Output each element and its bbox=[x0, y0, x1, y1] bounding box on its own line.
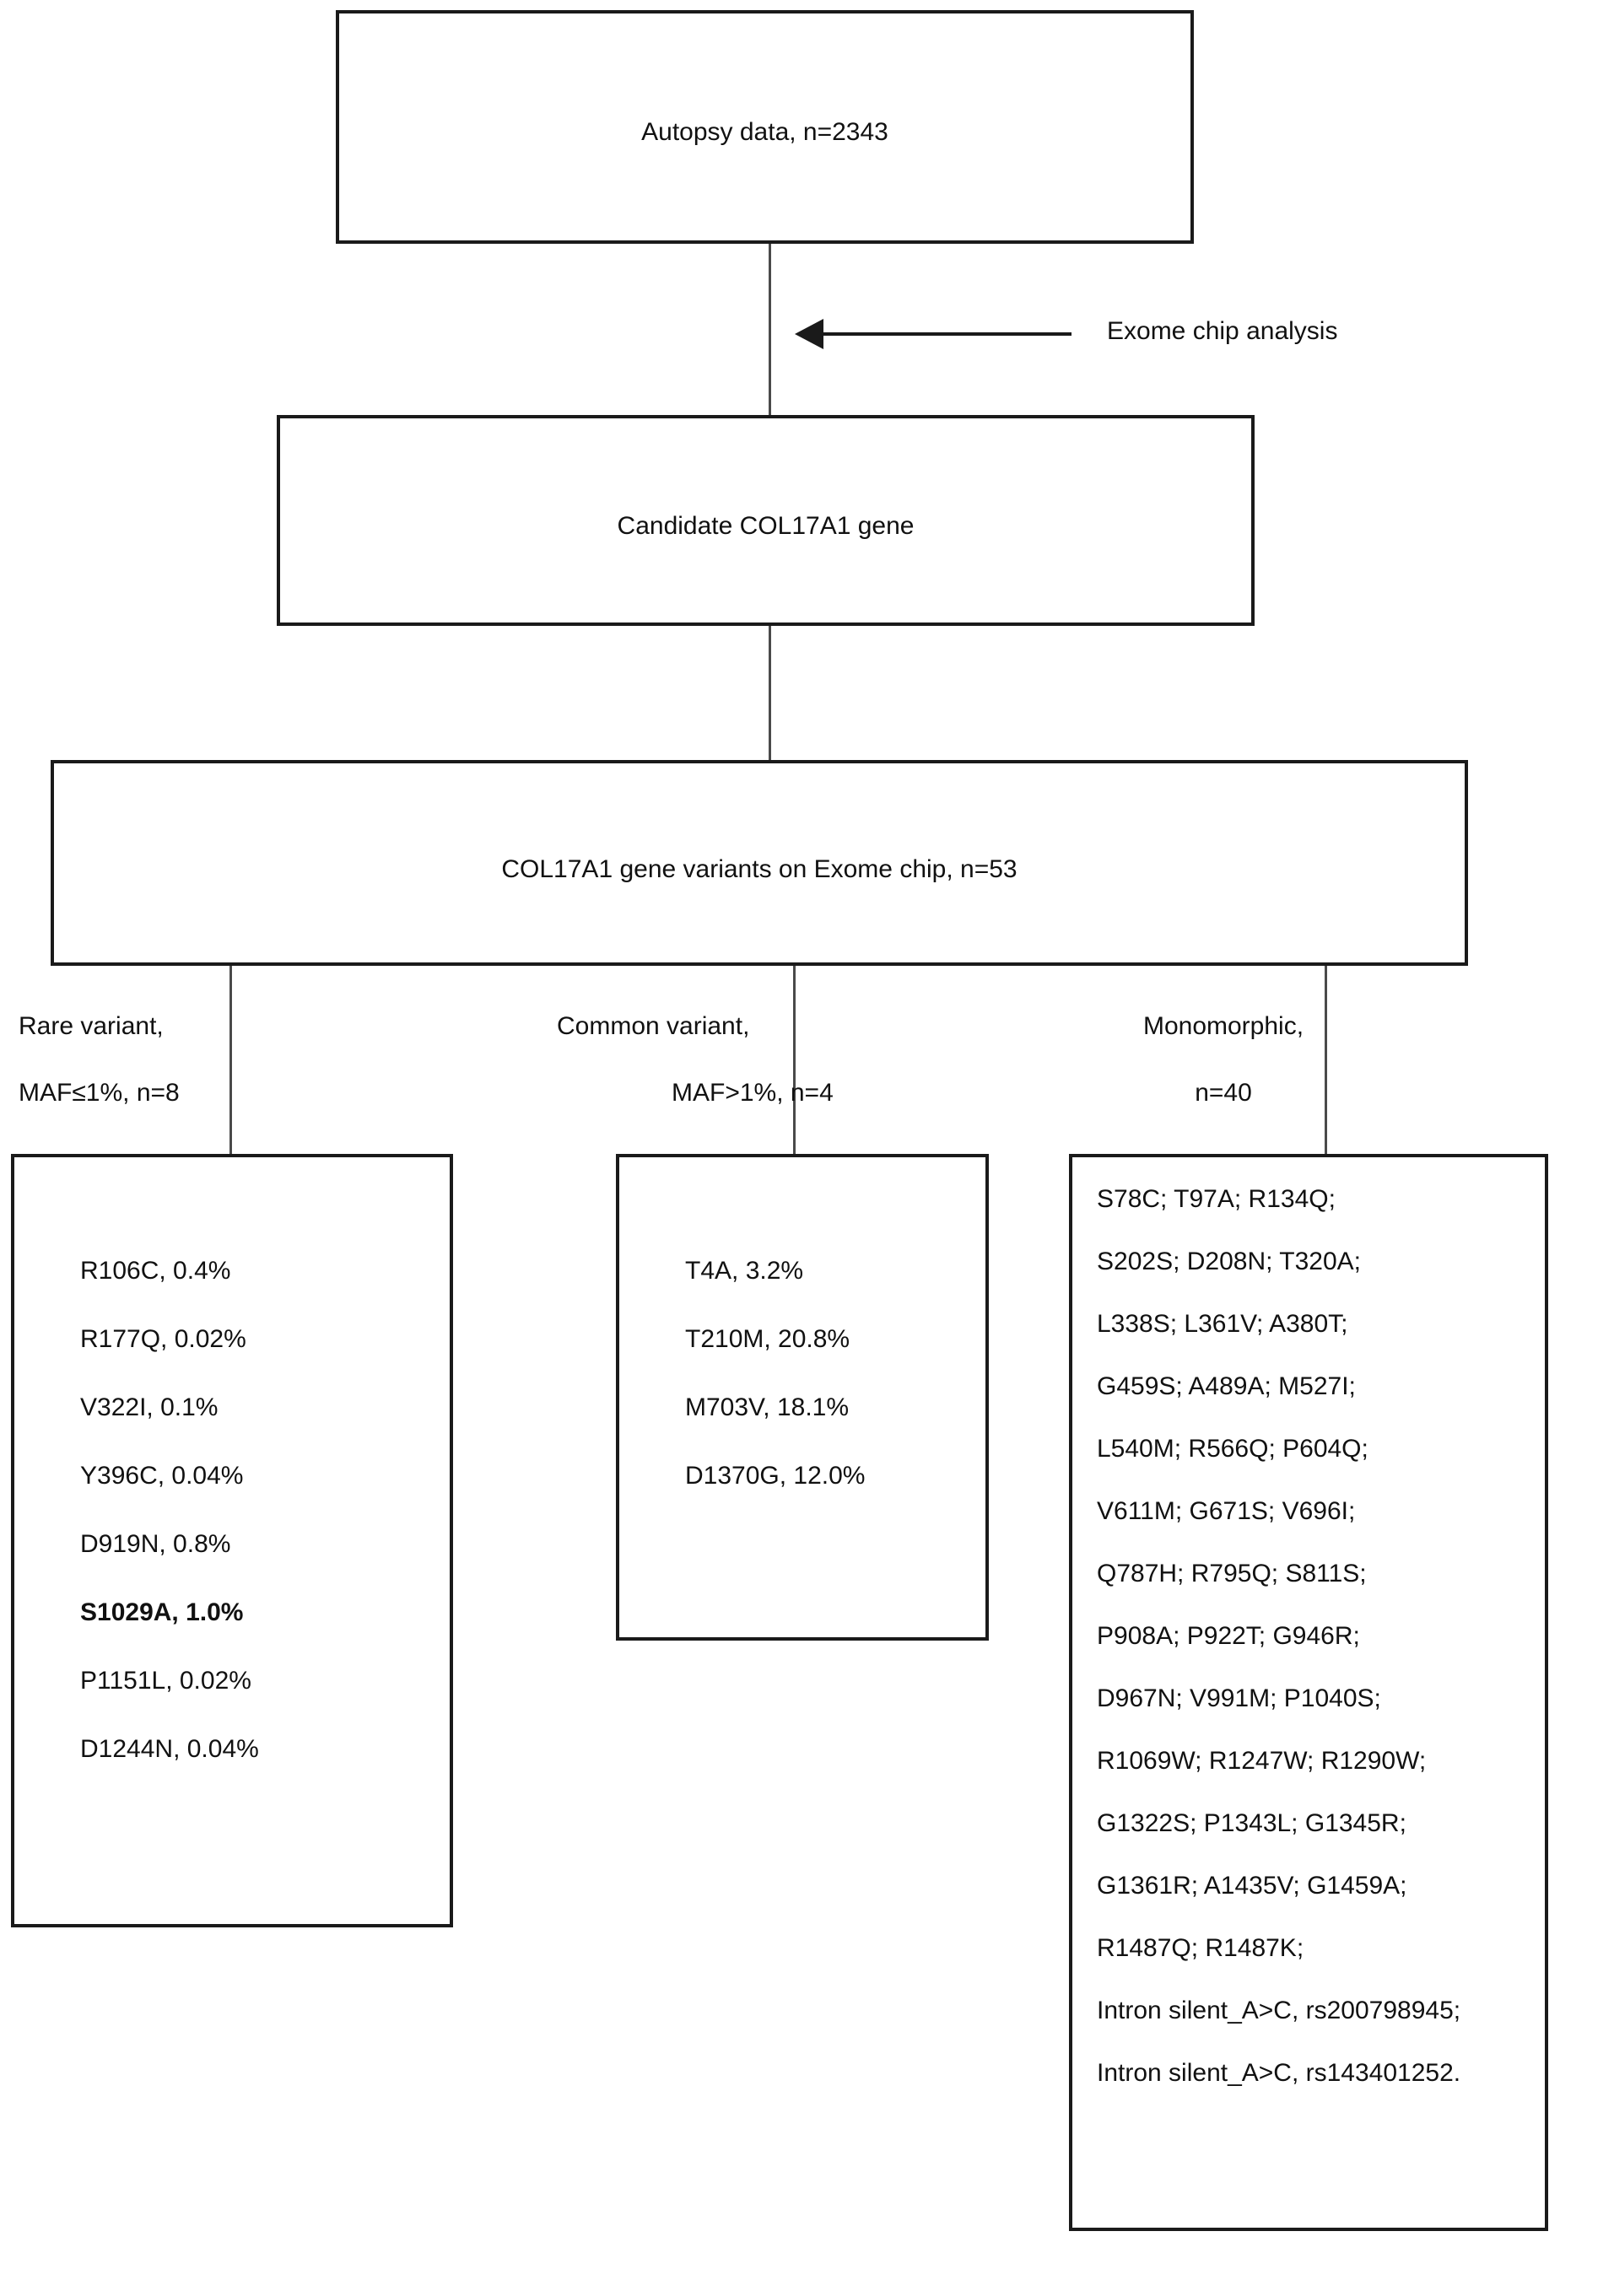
connector-autopsy-to-candidate bbox=[769, 244, 771, 415]
node-rare-variants-box bbox=[11, 1154, 453, 1927]
variant-item: D1370G, 12.0% bbox=[685, 1462, 866, 1490]
variant-item: T210M, 20.8% bbox=[685, 1325, 850, 1353]
variant-item: R177Q, 0.02% bbox=[80, 1325, 246, 1353]
variant-item: V322I, 0.1% bbox=[80, 1393, 219, 1421]
exome-chip-analysis-annotation: Exome chip analysis bbox=[785, 305, 1544, 364]
connector-variants-to-rare bbox=[229, 966, 232, 1154]
arrow-shaft bbox=[818, 332, 1072, 336]
variant-item: Intron silent_A>C, rs143401252. bbox=[1097, 2059, 1461, 2087]
node-candidate-gene-label: Candidate COL17A1 gene bbox=[617, 512, 915, 540]
variant-item: R106C, 0.4% bbox=[80, 1257, 231, 1285]
variant-item: D1244N, 0.04% bbox=[80, 1735, 259, 1763]
variant-item: D919N, 0.8% bbox=[80, 1530, 231, 1558]
monomorphic-variants-list: S78C; T97A; R134Q; S202S; D208N; T320A; L3… bbox=[1097, 1185, 1460, 2121]
variant-item: T4A, 3.2% bbox=[685, 1257, 804, 1285]
branch-label-monomorphic-line2: n=40 bbox=[1195, 1078, 1252, 1107]
rare-variants-list: R106C, 0.4% R177Q, 0.02% V322I, 0.1% Y396C,… bbox=[80, 1257, 259, 1803]
branch-label-common: Common variant, MAF>1%, n=4 bbox=[557, 1012, 834, 1108]
variant-item: G1322S; P1343L; G1345R; bbox=[1097, 1809, 1406, 1837]
node-candidate-gene: Candidate COL17A1 gene bbox=[277, 415, 1255, 626]
variant-item: V611M; G671S; V696I; bbox=[1097, 1497, 1356, 1525]
variant-item: Q787H; R795Q; S811S; bbox=[1097, 1560, 1367, 1587]
branch-label-rare: Rare variant, MAF≤1%, n=8 bbox=[19, 1012, 180, 1108]
variant-item: D967N; V991M; P1040S; bbox=[1097, 1684, 1381, 1712]
variant-item: P1151L, 0.02% bbox=[80, 1667, 251, 1695]
variant-item: G459S; A489A; M527I; bbox=[1097, 1372, 1356, 1400]
common-variants-list: T4A, 3.2% T210M, 20.8% M703V, 18.1% D1370G,… bbox=[685, 1257, 865, 1530]
connector-variants-to-common bbox=[793, 966, 796, 1154]
variant-item: L540M; R566Q; P604Q; bbox=[1097, 1435, 1368, 1463]
variant-item: Y396C, 0.04% bbox=[80, 1462, 244, 1490]
variant-item: G1361R; A1435V; G1459A; bbox=[1097, 1872, 1407, 1900]
variant-item: Intron silent_A>C, rs200798945; bbox=[1097, 1997, 1461, 2024]
variant-item: P908A; P922T; G946R; bbox=[1097, 1622, 1360, 1650]
variant-item: S78C; T97A; R134Q; bbox=[1097, 1185, 1336, 1213]
connector-variants-to-monomorphic bbox=[1325, 966, 1327, 1154]
variant-item: L338S; L361V; A380T; bbox=[1097, 1310, 1348, 1338]
branch-label-common-line2: MAF>1%, n=4 bbox=[672, 1078, 834, 1107]
variant-item: S1029A, 1.0% bbox=[80, 1598, 244, 1626]
variant-item: S202S; D208N; T320A; bbox=[1097, 1248, 1361, 1275]
node-autopsy-data-label: Autopsy data, n=2343 bbox=[641, 118, 888, 146]
connector-candidate-to-variants bbox=[769, 626, 771, 760]
node-autopsy-data: Autopsy data, n=2343 bbox=[336, 10, 1194, 244]
variant-item: R1487Q; R1487K; bbox=[1097, 1934, 1304, 1962]
node-common-variants-box bbox=[616, 1154, 989, 1641]
branch-label-rare-line1: Rare variant, bbox=[19, 1012, 164, 1040]
branch-label-rare-line2: MAF≤1%, n=8 bbox=[19, 1078, 180, 1107]
branch-label-monomorphic: Monomorphic, n=40 bbox=[1122, 1012, 1325, 1108]
node-gene-variants-label: COL17A1 gene variants on Exome chip, n=5… bbox=[501, 855, 1018, 883]
branch-label-monomorphic-line1: Monomorphic, bbox=[1142, 1012, 1304, 1040]
node-gene-variants: COL17A1 gene variants on Exome chip, n=5… bbox=[51, 760, 1468, 966]
branch-label-common-line1: Common variant, bbox=[557, 1012, 750, 1040]
node-monomorphic-box bbox=[1069, 1154, 1548, 2231]
variant-item: R1069W; R1247W; R1290W; bbox=[1097, 1747, 1427, 1775]
arrow-annotation-label: Exome chip analysis bbox=[1107, 317, 1338, 345]
variant-item: M703V, 18.1% bbox=[685, 1393, 850, 1421]
